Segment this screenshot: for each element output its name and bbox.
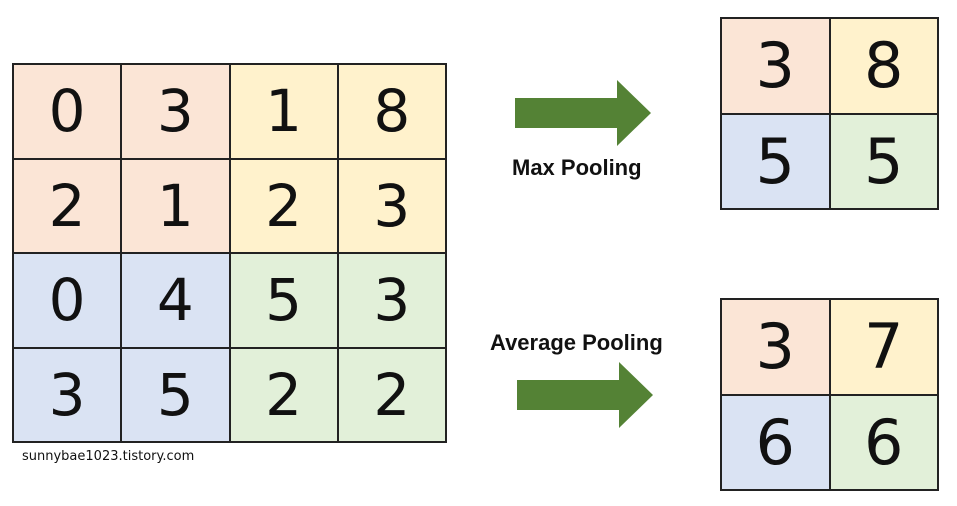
input-cell: 3 xyxy=(121,64,230,159)
input-cell: 4 xyxy=(121,253,230,348)
input-matrix: 0 3 1 8 2 1 2 3 0 4 5 3 3 5 2 2 xyxy=(12,63,447,443)
input-cell: 1 xyxy=(121,158,230,253)
input-cell: 2 xyxy=(13,158,122,253)
input-cell: 0 xyxy=(13,64,122,159)
input-cell: 8 xyxy=(337,64,446,159)
max-pooling-arrow-icon xyxy=(515,80,651,146)
input-cell: 3 xyxy=(337,158,446,253)
average-pooling-output: 3 7 6 6 xyxy=(720,298,939,491)
average-pooling-label: Average Pooling xyxy=(490,330,663,355)
watermark: sunnybae1023.tistory.com xyxy=(22,449,195,464)
input-cell: 0 xyxy=(13,253,122,348)
average-pooling-arrow-icon xyxy=(517,362,653,428)
max-output-cell: 5 xyxy=(721,113,830,209)
max-pooling-label: Max Pooling xyxy=(512,155,642,180)
max-output-cell: 3 xyxy=(721,18,830,114)
avg-output-cell: 6 xyxy=(721,394,830,490)
input-cell: 2 xyxy=(229,158,338,253)
max-output-cell: 5 xyxy=(829,113,938,209)
input-cell: 2 xyxy=(337,347,446,442)
input-cell: 3 xyxy=(13,347,122,442)
max-pooling-output: 3 8 5 5 xyxy=(720,17,939,210)
input-cell: 3 xyxy=(337,253,446,348)
input-cell: 2 xyxy=(229,347,338,442)
avg-output-cell: 3 xyxy=(721,299,830,395)
input-cell: 1 xyxy=(229,64,338,159)
avg-output-cell: 7 xyxy=(829,299,938,395)
input-cell: 5 xyxy=(229,253,338,348)
input-cell: 5 xyxy=(121,347,230,442)
max-output-cell: 8 xyxy=(829,18,938,114)
avg-output-cell: 6 xyxy=(829,394,938,490)
